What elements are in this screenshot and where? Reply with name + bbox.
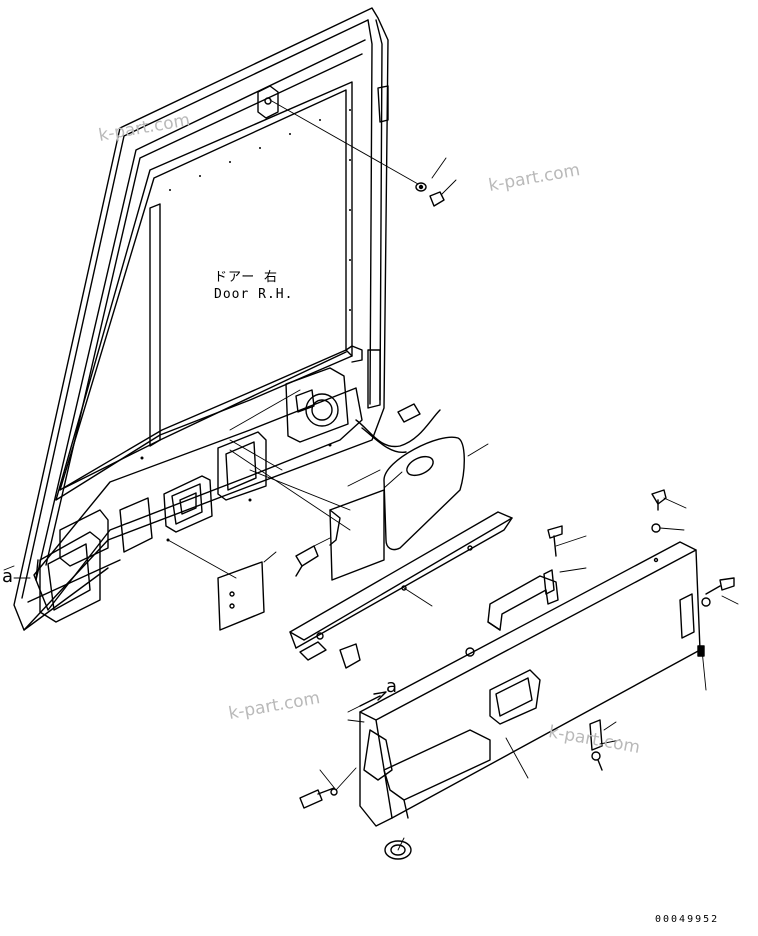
door-frame <box>13 7 389 631</box>
fasteners <box>295 182 735 860</box>
callout-arrow <box>359 695 381 707</box>
trim-panel <box>359 541 701 827</box>
callout-arrowhead <box>373 691 387 701</box>
door-lower-panel <box>33 367 441 623</box>
rail-strip <box>289 511 513 661</box>
grip-handle <box>487 575 559 631</box>
door-label-en: Door R.H. <box>214 287 294 302</box>
door-window <box>55 81 363 501</box>
callout-label-mid: a <box>386 676 398 697</box>
seal-sheets <box>217 436 465 631</box>
document-number: 00049952 <box>655 914 720 925</box>
callout-label-left: a <box>2 566 14 587</box>
door-label-ja: ドアー 右 <box>214 270 279 285</box>
